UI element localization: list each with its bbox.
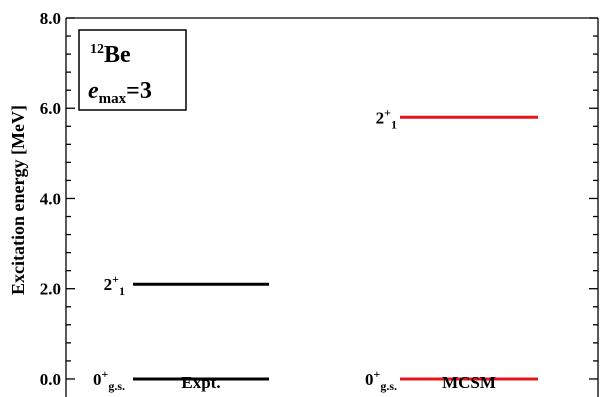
y-tick-label: 0.0 bbox=[40, 370, 61, 389]
element-symbol: Be bbox=[104, 42, 131, 68]
annotation-box bbox=[78, 29, 187, 111]
axes bbox=[65, 17, 599, 397]
level-label: 2+1 bbox=[376, 105, 397, 131]
emax-subscript: max bbox=[99, 91, 127, 107]
y-tick-label: 4.0 bbox=[40, 189, 61, 208]
y-tick-label: 6.0 bbox=[40, 99, 61, 118]
emax-label: emax=3 bbox=[88, 78, 152, 107]
y-axis-label: Excitation energy [MeV] bbox=[8, 105, 28, 295]
level-label: 0+g.s. bbox=[365, 367, 397, 393]
y-tick-label: 2.0 bbox=[40, 280, 61, 299]
y-tick-label: 8.0 bbox=[40, 9, 61, 28]
level-label: 2+1 bbox=[104, 272, 125, 298]
nucleus-label: 12Be bbox=[90, 42, 131, 68]
level-labels: 0+g.s. 2+1 0+g.s. 2+1 bbox=[93, 105, 397, 393]
mass-number: 12 bbox=[90, 42, 104, 57]
energy-levels bbox=[133, 115, 538, 381]
emax-symbol: e bbox=[88, 78, 99, 104]
category-label: Expt. bbox=[181, 373, 220, 392]
category-label: MCSM bbox=[442, 373, 496, 392]
emax-value: =3 bbox=[126, 78, 152, 104]
category-labels: Expt. MCSM bbox=[181, 373, 496, 392]
nucleus-annotation: 12Be emax=3 bbox=[78, 29, 187, 111]
y-ticks: 0.0 2.0 4.0 6.0 8.0 bbox=[40, 9, 598, 389]
level-label: 0+g.s. bbox=[93, 367, 125, 393]
